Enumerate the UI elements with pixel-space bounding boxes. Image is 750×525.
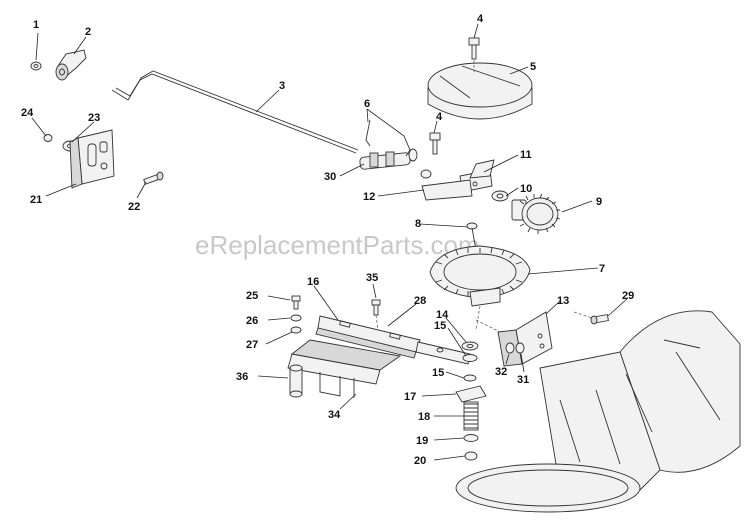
part-bracket-21 [69, 129, 115, 189]
part-washer-26 [290, 314, 302, 322]
part-ring-7 [429, 245, 531, 307]
callout-14: 14 [436, 309, 449, 321]
callout-6: 6 [364, 98, 370, 110]
part-handle-2 [55, 49, 87, 81]
callout-34: 34 [328, 409, 341, 421]
part-bracket-13 [497, 311, 553, 367]
part-bolt-4-top [468, 37, 480, 60]
part-screw-35 [371, 299, 381, 316]
callout-8: 8 [415, 218, 421, 230]
part-washer-10 [491, 190, 509, 202]
callout-16: 16 [307, 276, 319, 288]
part-spring-18 [463, 401, 479, 431]
part-plate-17 [455, 385, 487, 403]
part-bolt-29 [590, 314, 609, 325]
part-washer-15a [462, 354, 478, 362]
callout-7: 7 [599, 263, 605, 275]
callout-10: 10 [520, 183, 532, 195]
part-clip-30 [359, 148, 418, 170]
part-washer-27 [290, 326, 302, 334]
callout-5: 5 [530, 61, 536, 73]
callout-18: 18 [418, 411, 430, 423]
callout-35: 35 [366, 272, 378, 284]
part-nut-1 [30, 61, 42, 71]
callout-25: 25 [246, 290, 258, 302]
part-nut-20 [464, 451, 478, 461]
part-bolt-4-mid [429, 132, 441, 155]
callout-29: 29 [622, 290, 634, 302]
callout-1: 1 [33, 19, 39, 31]
callout-3: 3 [279, 80, 285, 92]
callout-22: 22 [128, 201, 140, 213]
callout-4-top: 4 [477, 13, 484, 25]
part-plate-34 [287, 339, 402, 398]
part-washer-14 [461, 341, 479, 351]
part-spacer-36 [289, 364, 303, 398]
callout-23: 23 [88, 112, 100, 124]
callout-31: 31 [517, 374, 529, 386]
callout-15b: 15 [432, 367, 444, 379]
callout-27: 27 [246, 339, 258, 351]
part-nut-31 [515, 342, 525, 354]
part-gear-9 [511, 193, 561, 234]
watermark: eReplacementParts.com [195, 230, 480, 260]
part-washer-19 [463, 434, 479, 442]
part-washer-15b [463, 374, 477, 382]
part-cap-5 [427, 62, 533, 120]
callout-21: 21 [30, 194, 42, 206]
callout-15a: 15 [434, 320, 446, 332]
part-screw-25 [291, 295, 301, 310]
callout-26: 26 [246, 315, 258, 327]
callout-12: 12 [363, 191, 375, 203]
callout-11: 11 [520, 149, 532, 161]
callout-28: 28 [414, 295, 426, 307]
callout-36: 36 [236, 371, 248, 383]
part-chute [455, 310, 741, 513]
callout-24: 24 [21, 107, 34, 119]
callouts: 1 2 3 4 4 5 6 23 24 21 22 30 12 11 10 9 … [21, 13, 634, 467]
callout-13: 13 [557, 295, 569, 307]
callout-20: 20 [414, 455, 426, 467]
part-plate-12 [420, 169, 473, 201]
callout-30: 30 [324, 171, 336, 183]
part-pin-6 [365, 119, 411, 157]
callout-17: 17 [404, 391, 416, 403]
leader-lines [31, 23, 629, 461]
part-nut-24 [43, 134, 53, 142]
part-rod-3 [111, 70, 359, 154]
callout-9: 9 [596, 196, 602, 208]
callout-4-mid: 4 [436, 111, 443, 123]
callout-32: 32 [495, 366, 507, 378]
callout-19: 19 [416, 435, 428, 447]
part-plate-28 [415, 341, 471, 365]
part-nut-32 [505, 342, 515, 354]
callout-2: 2 [85, 26, 91, 38]
part-screw-22 [143, 171, 164, 185]
